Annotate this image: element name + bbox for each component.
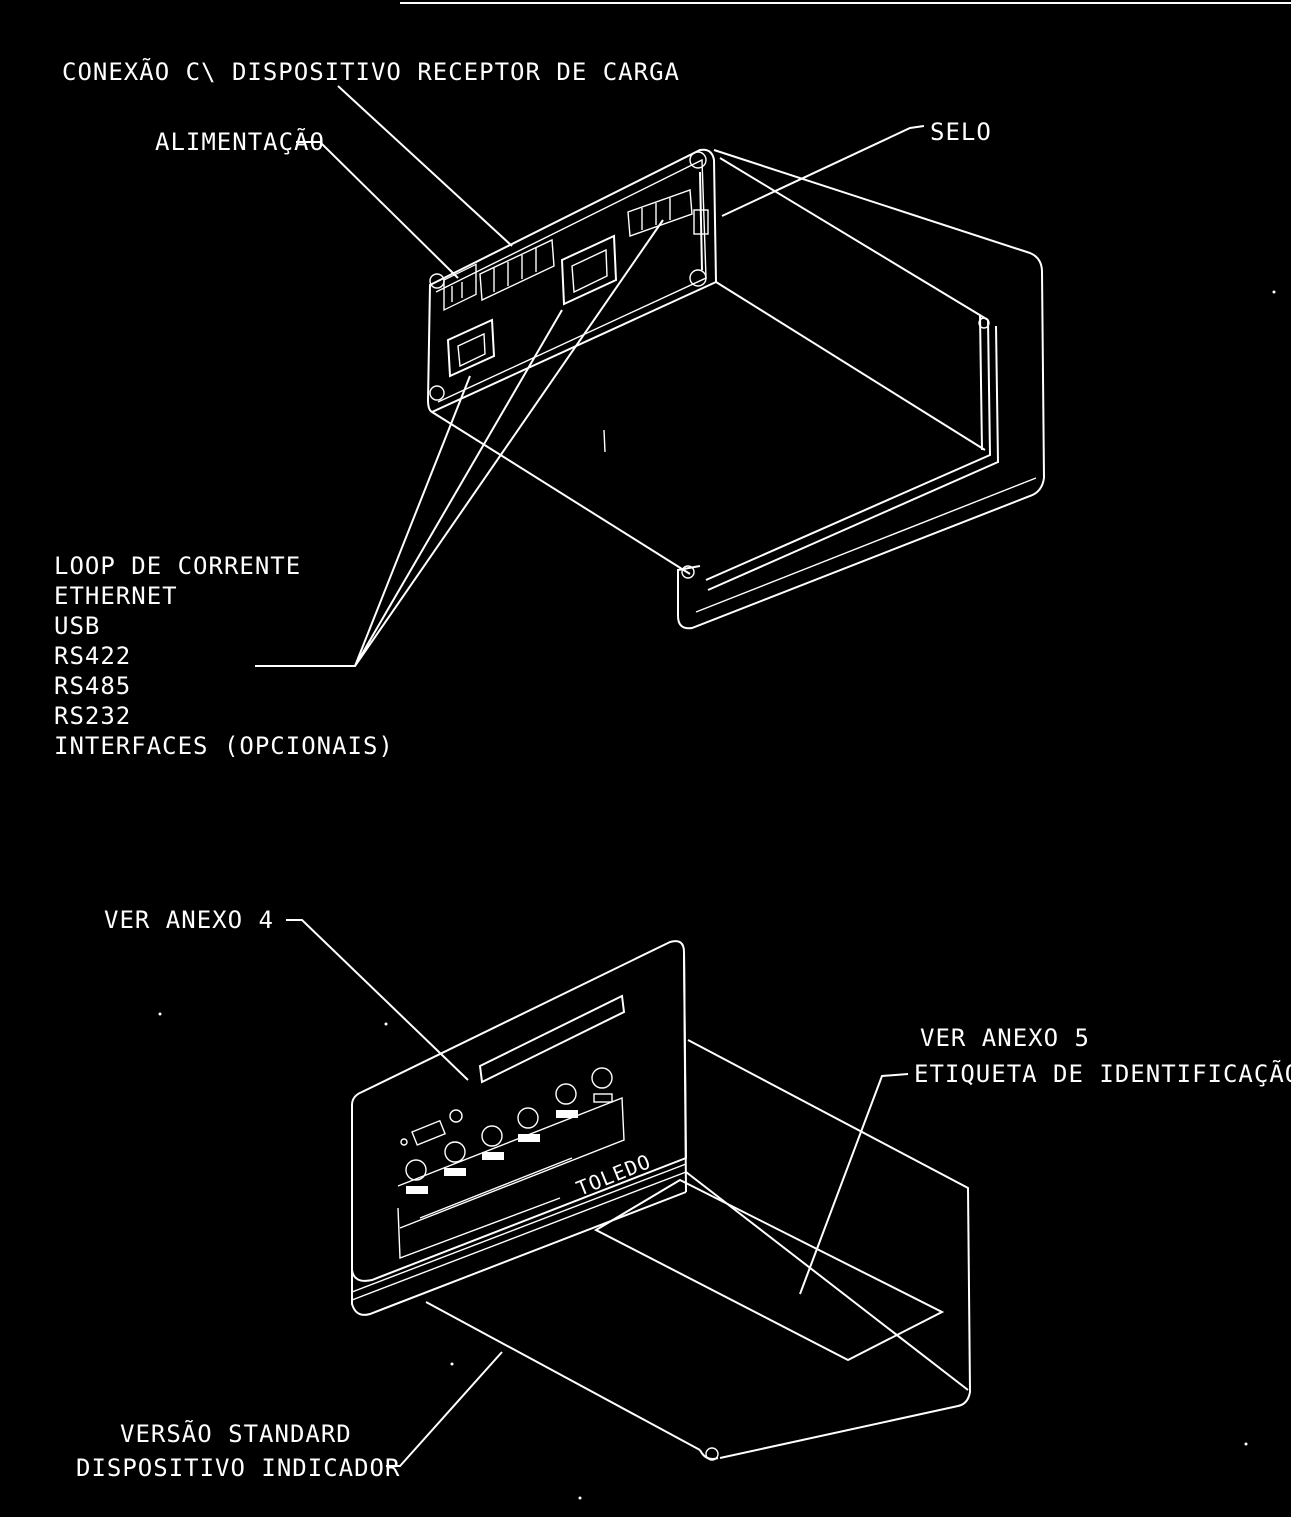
- indicator-dot-icon: [400, 1138, 408, 1146]
- label-rs232: RS232: [54, 702, 131, 730]
- key-indicator: [411, 1119, 446, 1146]
- brand-underline: [419, 1157, 573, 1219]
- rear-panel-inner: [435, 158, 707, 403]
- load-cell-connector: [479, 238, 555, 302]
- leader-selo: [721, 125, 925, 217]
- label-ethernet: ETHERNET: [54, 582, 178, 610]
- front-panel-base: [351, 1191, 687, 1316]
- indicator-led-icon: [449, 1109, 463, 1123]
- power-connector: [443, 263, 477, 312]
- key-label-plate: [593, 1093, 613, 1103]
- interfaces-leaders: [255, 219, 664, 667]
- usb-port: [446, 318, 496, 378]
- key-button-icon: [591, 1067, 613, 1089]
- leader-conexao: [337, 85, 513, 247]
- label-loop: LOOP DE CORRENTE: [54, 552, 301, 580]
- key-label-plate: [444, 1168, 466, 1176]
- keypad-frame: [397, 1096, 625, 1229]
- label-rs422: RS422: [54, 642, 131, 670]
- interfaces-label-block: LOOP DE CORRENTE ETHERNET USB RS422 RS48…: [54, 552, 394, 760]
- screw-icon: [689, 151, 707, 169]
- housing-bottom-line: [715, 281, 986, 451]
- front-panel-bottom-1: [351, 1163, 687, 1293]
- screw-icon: [689, 269, 707, 287]
- leader-alimentacao: [296, 141, 459, 279]
- housing-top-line: [719, 157, 989, 321]
- identification-label: [593, 1178, 945, 1362]
- serial-connector: [627, 189, 693, 237]
- housing-side-edge: [705, 319, 992, 581]
- label-usb: USB: [54, 612, 100, 640]
- leader-etiqueta: [799, 1073, 909, 1295]
- bezel-line-2: [707, 325, 1000, 591]
- label-dispositivo: DISPOSITIVO INDICADOR: [76, 1454, 400, 1482]
- leader-anexo-4: [286, 919, 469, 1081]
- label-versao: VERSÃO STANDARD: [120, 1418, 352, 1448]
- front-bezel: [677, 477, 1045, 630]
- keypad-keys: [400, 1067, 613, 1194]
- key-label-plate: [556, 1110, 578, 1118]
- housing-bottom-edge: [431, 411, 691, 575]
- housing-bottom-edge: [685, 1171, 969, 1391]
- label-interfaces: INTERFACES (OPCIONAIS): [54, 732, 394, 760]
- rear-view-device: [426, 148, 1045, 630]
- key-label-plate: [518, 1134, 540, 1142]
- front-panel-edge: [683, 951, 687, 1193]
- label-selo: SELO: [930, 118, 992, 146]
- seal-icon: [693, 209, 709, 235]
- housing-top-edge: [713, 149, 1045, 479]
- housing-corner: [699, 1449, 719, 1460]
- label-ver-anexo-4: VER ANEXO 4: [104, 906, 274, 934]
- key-button-icon: [481, 1125, 503, 1147]
- ethernet-jack: [560, 234, 618, 306]
- mark: [603, 429, 606, 453]
- front-view-device: TOLEDO: [351, 940, 972, 1461]
- screw-icon: [978, 317, 990, 329]
- display-window: [478, 994, 626, 1084]
- label-rs485: RS485: [54, 672, 131, 700]
- leader-dispositivo: [386, 1351, 503, 1467]
- keypad-lower-frame: [397, 1197, 561, 1259]
- bezel-line-1: [979, 314, 983, 451]
- label-alimentacao: ALIMENTAÇÃO: [155, 126, 325, 156]
- label-ver-anexo-5: VER ANEXO 5: [920, 1024, 1090, 1052]
- housing-right: [687, 1039, 972, 1459]
- key-button-icon: [555, 1083, 577, 1105]
- speckles: [158, 290, 1276, 1500]
- front-bezel-inner: [695, 477, 1037, 613]
- key-button-icon: [405, 1159, 427, 1181]
- key-button-icon: [444, 1141, 466, 1163]
- key-label-plate: [482, 1152, 504, 1160]
- label-conexao: CONEXÃO C\ DISPOSITIVO RECEPTOR DE CARGA: [62, 56, 680, 86]
- label-etiqueta: ETIQUETA DE IDENTIFICAÇÃO: [914, 1058, 1291, 1088]
- front-panel: [351, 940, 688, 1282]
- screw-icon: [681, 565, 695, 579]
- key-label-plate: [406, 1186, 428, 1194]
- screw-icon: [705, 1447, 719, 1461]
- seal-strap: [699, 171, 703, 271]
- key-button-icon: [517, 1107, 539, 1129]
- brand-logo: TOLEDO: [573, 1149, 655, 1201]
- housing-left-bottom: [425, 1301, 701, 1451]
- front-panel-bottom-2: [351, 1171, 687, 1301]
- rear-panel: [426, 148, 718, 414]
- screw-icon: [429, 385, 445, 401]
